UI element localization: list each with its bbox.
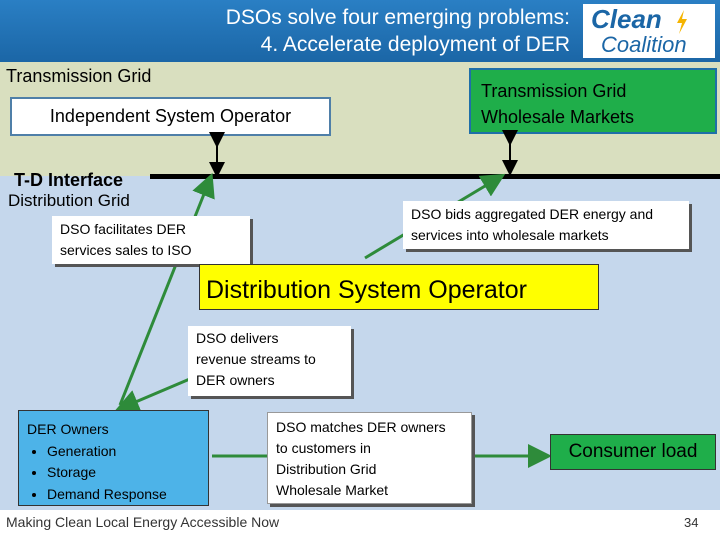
callout-bids-line-2: services into wholesale markets (411, 227, 609, 243)
lightning-icon (677, 10, 687, 34)
consumer-load-box: Consumer load (550, 434, 716, 470)
callout-match-line: DSO matches DER owners (276, 419, 446, 435)
logo-text-bottom: Coalition (601, 32, 687, 57)
callout-bids-line-1: DSO bids aggregated DER energy and (411, 206, 654, 222)
dso-box: Distribution System Operator (199, 264, 599, 310)
td-interface-label: T-D Interface (14, 170, 124, 190)
list-item: Storage (47, 462, 200, 484)
callout-iso-sales: DSO facilitates DER services sales to IS… (52, 216, 250, 264)
callout-iso-line-2: services sales to ISO (60, 242, 192, 258)
wholesale-markets-box: Transmission Grid Wholesale Markets (469, 68, 717, 134)
callout-revenue-line: revenue streams to (196, 351, 316, 367)
iso-box: Independent System Operator (10, 97, 331, 136)
page-number: 34 (684, 515, 699, 530)
list-item: Generation (47, 441, 200, 463)
callout-wholesale-bids: DSO bids aggregated DER energy and servi… (403, 201, 689, 249)
der-owners-title: DER Owners (27, 421, 109, 437)
callout-customer-matching: DSO matches DER owners to customers in D… (267, 412, 472, 504)
clean-coalition-logo: Clean Coalition (583, 4, 715, 58)
callout-revenue-streams: DSO delivers revenue streams to DER owne… (188, 326, 351, 396)
wholesale-line-2: Wholesale Markets (481, 107, 635, 127)
transmission-grid-label: Transmission Grid (6, 66, 152, 86)
wholesale-line-1: Transmission Grid (481, 81, 627, 101)
title-line-2: 4. Accelerate deployment of DER (260, 33, 570, 56)
footer-bar (0, 510, 720, 540)
footer-tagline: Making Clean Local Energy Accessible Now (6, 514, 280, 530)
callout-match-line: Distribution Grid (276, 461, 377, 477)
slide-title: DSOs solve four emerging problems: 4. Ac… (90, 4, 570, 58)
list-item: Demand Response (47, 484, 200, 506)
der-owners-list: Generation Storage Demand Response (27, 441, 200, 506)
td-interface-line (150, 174, 720, 179)
der-owners-box: DER Owners Generation Storage Demand Res… (18, 410, 209, 506)
callout-match-line: to customers in (276, 440, 371, 456)
distribution-grid-label: Distribution Grid (8, 191, 130, 210)
callout-match-line: Wholesale Market (276, 482, 389, 498)
callout-iso-line-1: DSO facilitates DER (60, 221, 187, 237)
callout-revenue-line: DSO delivers (196, 330, 279, 346)
callout-revenue-line: DER owners (196, 372, 275, 388)
logo-text-top: Clean (591, 4, 662, 34)
title-line-1: DSOs solve four emerging problems: (225, 6, 570, 29)
